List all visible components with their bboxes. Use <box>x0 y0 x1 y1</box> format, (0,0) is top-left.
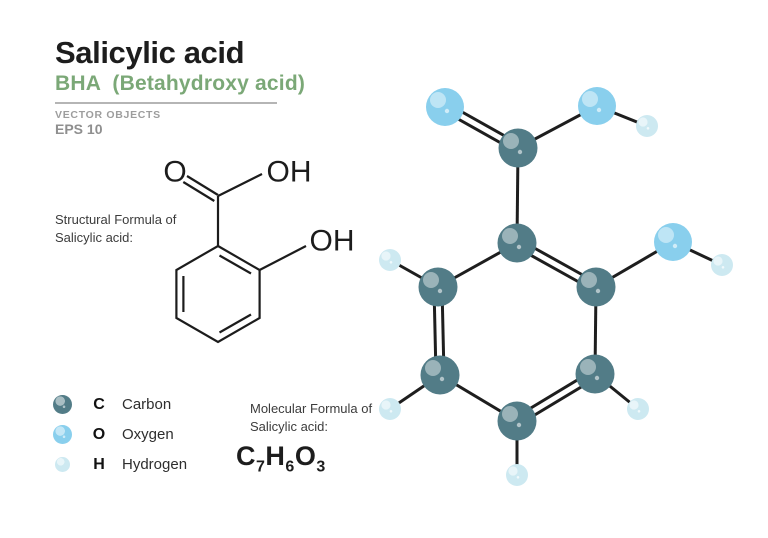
atom-carbon-ring-3 <box>575 354 615 394</box>
legend-row-hydrogen: H Hydrogen <box>53 454 187 475</box>
bond-carbonyl-double-b <box>182 181 215 202</box>
legend-row-oxygen: O Oxygen <box>53 424 187 445</box>
atom-hydrogen-carboxyl <box>636 115 658 137</box>
page-title: Salicylic acid <box>55 35 245 70</box>
atom-carbon-ring-1 <box>497 223 537 263</box>
legend-name-carbon: Carbon <box>122 396 172 413</box>
header-divider <box>55 102 277 104</box>
bond-carbonyl-double-a <box>186 175 219 196</box>
atom-hydrogen-phenol <box>711 254 733 276</box>
atom-hydrogen-ring-6 <box>379 249 401 271</box>
eps-label: EPS 10 <box>55 121 103 137</box>
atom-carbon-ring-2 <box>576 267 616 307</box>
carbon-swatch-icon <box>53 395 72 414</box>
structural-formula-diagram: O OH OH <box>163 156 355 344</box>
ball-and-stick-model <box>379 87 733 486</box>
structural-formula-caption-line2: Salicylic acid: <box>55 230 134 246</box>
atom-carbon-ring-6 <box>418 267 458 307</box>
atom-hydrogen-ring-5 <box>379 398 401 420</box>
formula-element-c: C <box>236 441 256 471</box>
legend-symbol-oxygen: O <box>92 425 106 443</box>
carboxyl-hydroxyl-label: OH <box>267 156 312 189</box>
atom-carbon-ring-5 <box>420 355 460 395</box>
structural-formula-caption: Structural Formula of Salicylic acid: <box>55 211 176 247</box>
hydrogen-swatch-icon <box>55 457 70 472</box>
formula-count-c: 7 <box>256 458 266 476</box>
atom-legend: C Carbon O Oxygen H Hydrogen <box>53 394 187 475</box>
formula-count-o: 3 <box>316 458 326 476</box>
legend-symbol-carbon: C <box>93 395 105 413</box>
phenol-hydroxyl-label: OH <box>310 225 355 258</box>
bond-carboxyl-oh <box>217 173 263 197</box>
carbonyl-oxygen-label: O <box>163 156 186 189</box>
formula-element-o: O <box>294 441 317 471</box>
molecular-formula-caption: Molecular Formula of Salicylic acid: <box>250 400 372 436</box>
vector-objects-label: VECTOR OBJECTS <box>55 109 161 121</box>
legend-name-hydrogen: Hydrogen <box>122 456 188 473</box>
legend-symbol-hydrogen: H <box>93 455 105 473</box>
ring-inner-double-1 <box>218 254 252 275</box>
formula-count-h: 6 <box>285 458 295 476</box>
atom-oxygen-phenol <box>654 223 692 261</box>
atom-hydrogen-ring-4 <box>506 464 528 486</box>
page-subtitle: BHA (Betahydroxy acid) <box>55 72 306 95</box>
atom-carbon-carboxyl <box>498 128 538 168</box>
atom-hydrogen-ring-3 <box>627 398 649 420</box>
atom-carbon-ring-4 <box>497 401 537 441</box>
molecular-formula-caption-line1: Molecular Formula of <box>250 401 373 416</box>
formula-element-h: H <box>265 441 286 471</box>
oxygen-swatch-icon <box>53 425 72 444</box>
atom-oxygen-hydroxyl <box>578 87 616 125</box>
legend-name-oxygen: Oxygen <box>122 426 174 443</box>
molecular-formula: C7H6O3 <box>236 441 326 476</box>
structural-formula-caption-line1: Structural Formula of <box>55 212 177 227</box>
legend-row-carbon: C Carbon <box>53 394 187 415</box>
benzene-ring <box>175 244 261 344</box>
bond-ring-oh <box>259 245 307 271</box>
atom-oxygen-carbonyl <box>426 88 464 126</box>
molecular-formula-caption-line2: Salicylic acid: <box>250 419 329 435</box>
ring-inner-double-3 <box>218 313 252 334</box>
